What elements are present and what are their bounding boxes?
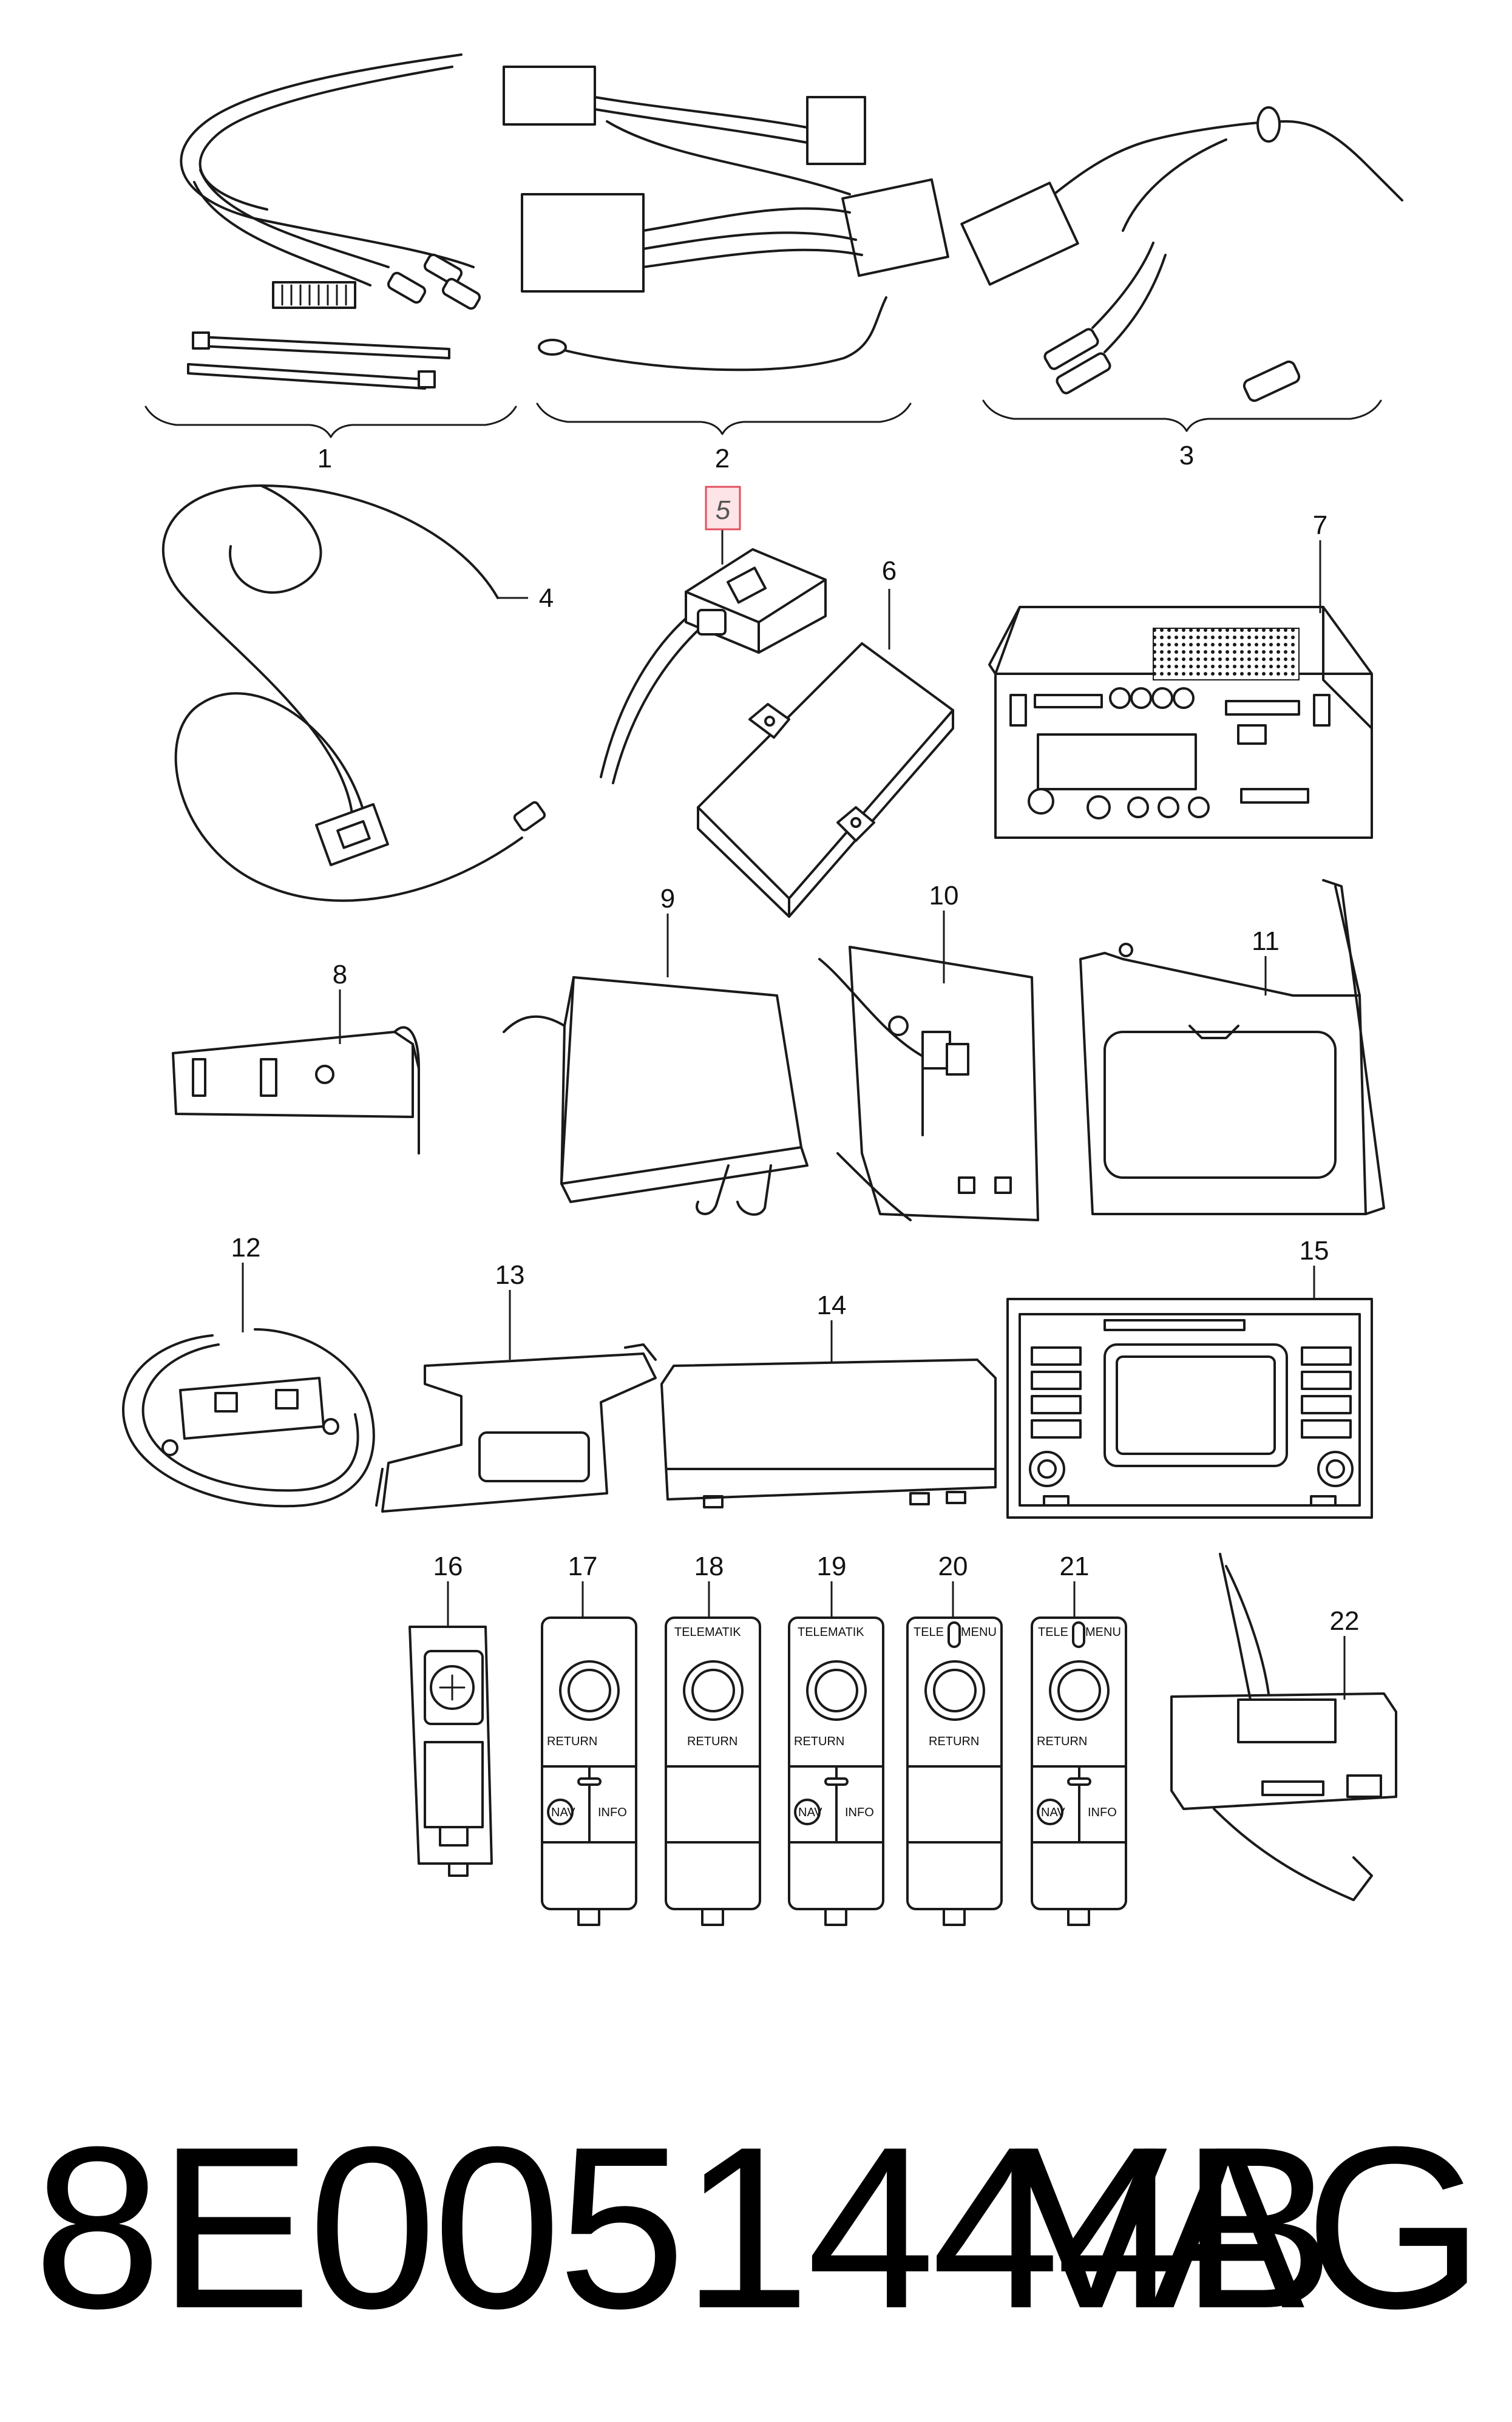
callout-3: 3 xyxy=(1179,441,1194,470)
telematik-label: TELEMATIK xyxy=(798,1626,864,1639)
callout-17: 17 xyxy=(568,1552,598,1581)
part-3-rca-adapter xyxy=(960,106,1403,402)
part-8-bracket xyxy=(172,1026,420,1155)
callout-10: 10 xyxy=(929,881,959,911)
part-20-control-panel: TELE MENU RETURN xyxy=(906,1616,1003,1926)
callout-6: 6 xyxy=(882,556,897,586)
return-label: RETURN xyxy=(929,1735,979,1748)
callout-4: 4 xyxy=(539,583,554,613)
part-12-sensor-with-cable xyxy=(122,1328,375,1508)
callout-15: 15 xyxy=(1300,1236,1329,1266)
part-5-module-connector xyxy=(600,548,827,784)
callout-19: 19 xyxy=(817,1552,847,1581)
return-label: RETURN xyxy=(794,1735,844,1748)
callout-2: 2 xyxy=(715,444,730,473)
callout-5: 5 xyxy=(716,495,731,525)
part-4-antenna-cable xyxy=(161,484,546,902)
callout-21: 21 xyxy=(1060,1552,1090,1581)
nav-label: NAV xyxy=(1041,1806,1065,1819)
callout-12: 12 xyxy=(231,1233,261,1263)
part-16-joystick-switch xyxy=(409,1626,493,1877)
menu-label: MENU xyxy=(961,1626,997,1639)
part-19-control-panel: TELEMATIK RETURN NAV INFO xyxy=(788,1616,884,1926)
callout-9: 9 xyxy=(660,884,675,914)
callout-11: 11 xyxy=(1252,926,1280,956)
part-13-holder xyxy=(375,1343,657,1513)
part-7-radio-unit xyxy=(988,606,1373,839)
part-number: 8E0051444B xyxy=(33,2098,1335,2356)
callout-13: 13 xyxy=(495,1260,525,1290)
callout-18: 18 xyxy=(694,1552,724,1581)
callout-7: 7 xyxy=(1313,511,1327,540)
menu-label: MENU xyxy=(1085,1626,1121,1639)
part-14-module-box xyxy=(660,1359,997,1508)
footer: 8E0051444B VAG xyxy=(33,2112,1484,2392)
kit-braces xyxy=(144,399,1382,438)
callout-5-highlighted: 5 xyxy=(705,486,741,531)
callout-labels: 1 2 3 4 5 6 7 8 9 10 11 12 13 14 15 16 1… xyxy=(231,441,1360,1636)
brand-name: VAG xyxy=(1014,2098,1484,2356)
callout-1: 1 xyxy=(317,444,332,473)
nav-label: NAV xyxy=(551,1806,575,1819)
return-label: RETURN xyxy=(547,1735,597,1748)
part-1-av-cable-kit xyxy=(180,53,481,390)
part-10-mounting-frame xyxy=(818,946,1039,1221)
info-label: INFO xyxy=(598,1806,627,1819)
callout-8: 8 xyxy=(333,960,347,989)
return-label: RETURN xyxy=(1037,1735,1087,1748)
callout-20: 20 xyxy=(938,1552,968,1581)
part-2-iso-adapter-harness xyxy=(503,66,949,371)
info-label: INFO xyxy=(1088,1806,1117,1819)
return-label: RETURN xyxy=(687,1735,737,1748)
part-17-control-panel: RETURN NAV INFO xyxy=(541,1616,637,1926)
part-21-control-panel: TELE MENU RETURN NAV INFO xyxy=(1031,1616,1127,1926)
part-11-dash-bracket xyxy=(1079,879,1385,1215)
callout-14: 14 xyxy=(817,1291,847,1320)
leader-lines xyxy=(242,528,1346,1700)
part-6-control-module xyxy=(697,642,954,918)
part-15-head-unit xyxy=(1006,1298,1373,1519)
telematik-label: TELEMATIK xyxy=(674,1626,741,1639)
callout-16: 16 xyxy=(433,1552,463,1581)
part-18-control-panel: TELEMATIK RETURN xyxy=(665,1616,761,1926)
part-9-mounting-bracket xyxy=(503,976,809,1216)
tele-label: TELE xyxy=(914,1626,944,1639)
nav-label: NAV xyxy=(798,1806,822,1819)
part-22-navigation-module xyxy=(1170,1553,1397,1901)
info-label: INFO xyxy=(845,1806,874,1819)
tele-label: TELE xyxy=(1038,1626,1068,1639)
callout-22: 22 xyxy=(1330,1606,1360,1636)
